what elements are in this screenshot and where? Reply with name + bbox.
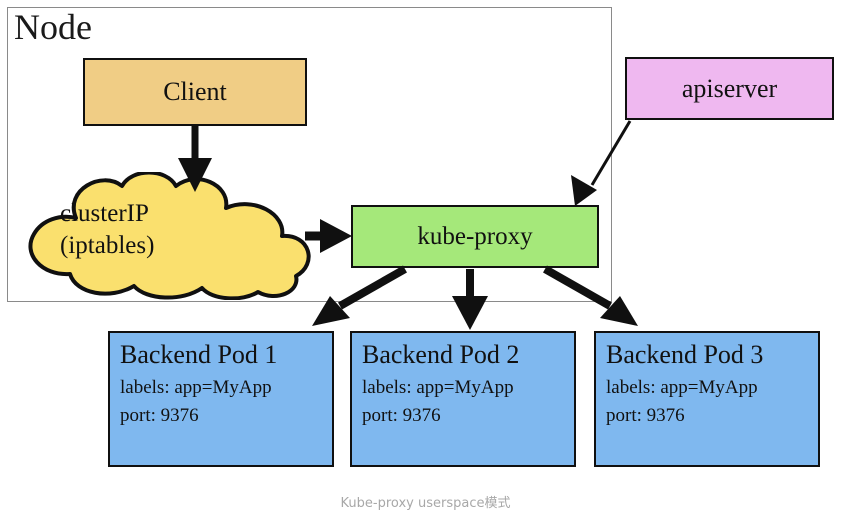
cluster-ip-line1: clusterIP: [60, 200, 149, 227]
pod-title: Backend Pod 2: [362, 340, 520, 369]
pod-labels: labels: app=MyApp: [606, 377, 758, 399]
node-label: Node: [14, 7, 92, 47]
cloud-shape-icon: [28, 172, 311, 300]
kube-proxy-label: kube-proxy: [417, 222, 533, 250]
cluster-ip-cloud[interactable]: clusterIP (iptables): [14, 172, 324, 300]
pod-title: Backend Pod 3: [606, 340, 764, 369]
apiserver-node[interactable]: apiserver: [625, 57, 834, 120]
client-node[interactable]: Client: [83, 58, 307, 126]
cluster-ip-text: clusterIP (iptables): [60, 198, 260, 262]
pod-port: port: 9376: [606, 404, 685, 426]
backend-pod-3[interactable]: Backend Pod 3 labels: app=MyApp port: 93…: [594, 331, 820, 467]
figure-caption: Kube-proxy userspace模式: [340, 496, 511, 511]
pod-port: port: 9376: [362, 404, 441, 426]
cluster-ip-line2: (iptables): [60, 232, 155, 259]
backend-pod-1[interactable]: Backend Pod 1 labels: app=MyApp port: 93…: [108, 331, 334, 467]
pod-port: port: 9376: [120, 404, 199, 426]
pod-labels: labels: app=MyApp: [362, 377, 514, 399]
apiserver-label: apiserver: [681, 73, 778, 103]
pod-labels: labels: app=MyApp: [120, 377, 272, 399]
pod-title: Backend Pod 1: [120, 340, 278, 369]
backend-pod-2[interactable]: Backend Pod 2 labels: app=MyApp port: 93…: [350, 331, 576, 467]
client-label: Client: [163, 77, 227, 106]
kube-proxy-node[interactable]: kube-proxy: [351, 205, 599, 268]
